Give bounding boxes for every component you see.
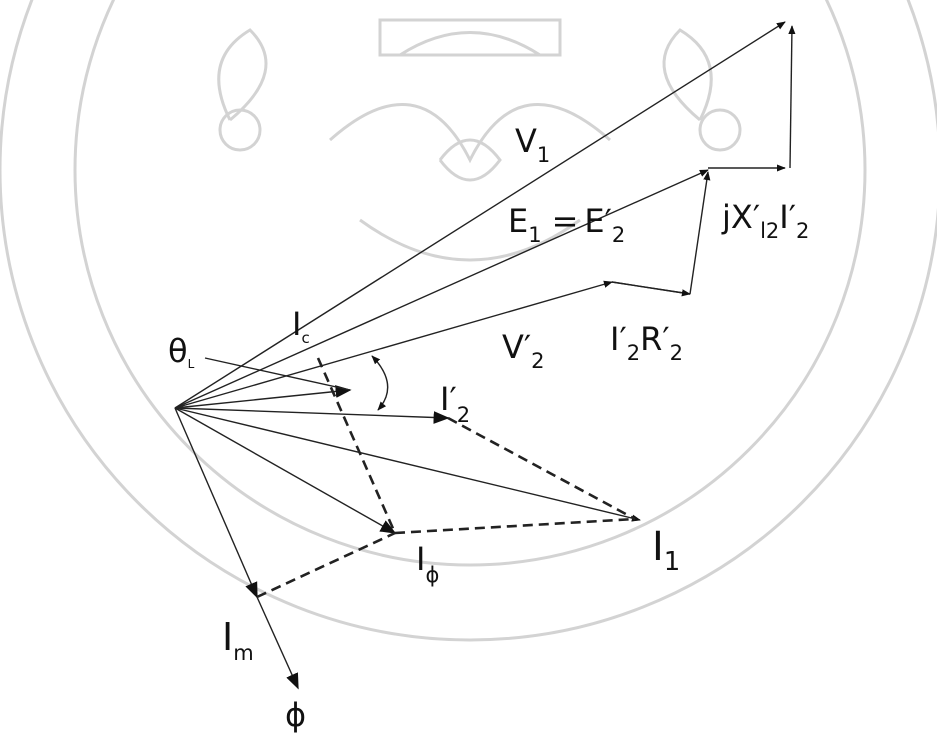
im-vector [174,407,258,599]
label-im: Im [222,615,254,665]
label-theta-l: θL [168,332,195,371]
iphi-i1-dashed-line [394,517,636,535]
label-i2-r2: I′2R′2 [610,320,683,365]
i1-vector [174,407,641,522]
label-i1: I1 [652,524,680,577]
i2-i1-dashed-line [447,416,636,521]
jx2-i2-drop [689,171,711,295]
label-e1-e2: E1=E′2 [508,202,625,247]
jx1-drop-vertical [788,25,796,169]
e1-vector [174,169,709,409]
label-jx-i2: jX′l2I′2 [721,198,809,243]
label-v1: V1 [515,122,550,167]
v1-vector [174,21,786,409]
label-v2: V′2 [502,328,545,373]
theta-angle-arc [371,355,389,411]
iphi-vector [174,407,397,534]
label-ic: Ic [292,305,310,347]
ic-vector [174,385,352,409]
theta-pointer [204,357,351,391]
phi-vector [256,596,299,690]
label-phi: ϕ [285,696,306,733]
i2-r2-drop-arrow [611,281,691,297]
v2-vector [174,280,613,409]
im-iphi-dashed-line [256,531,396,599]
label-i-phi: Iϕ [416,540,439,587]
label-i2-prime: I′2 [440,380,470,427]
i2-vector [174,407,450,424]
university-seal-watermark [0,0,937,642]
